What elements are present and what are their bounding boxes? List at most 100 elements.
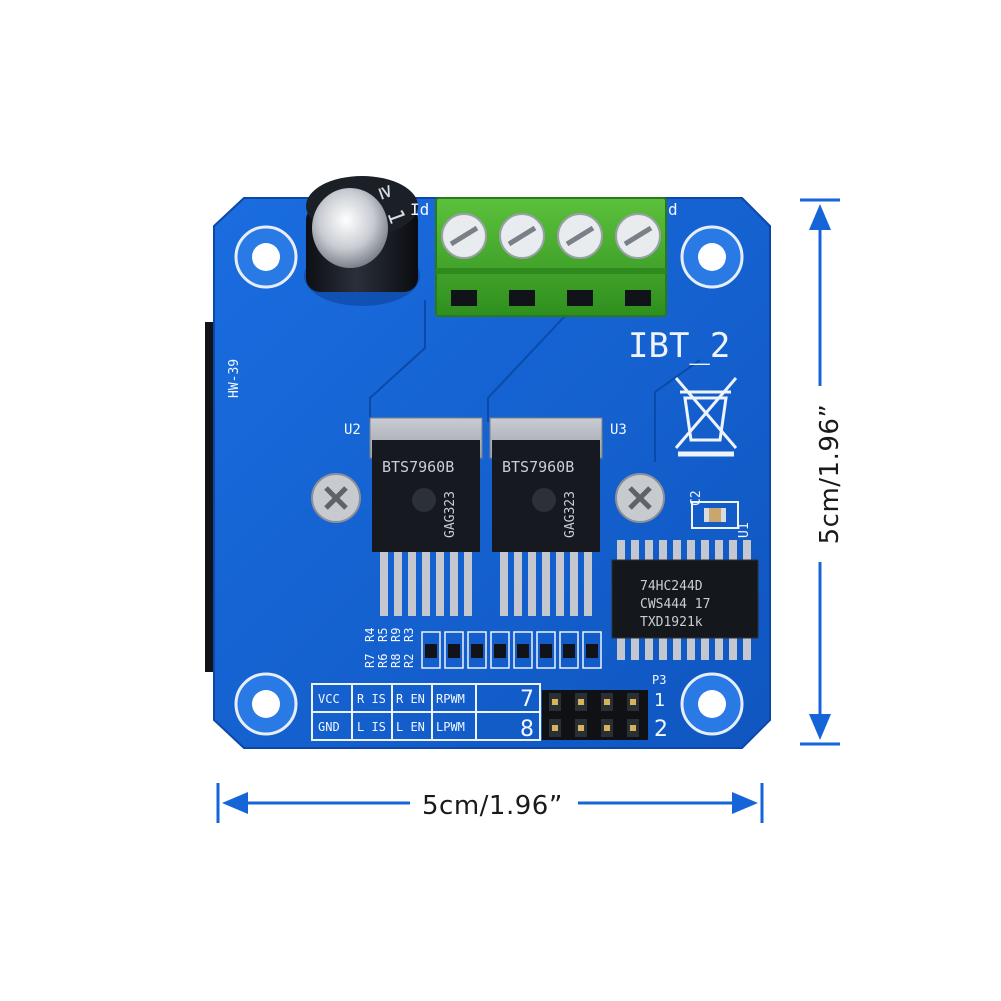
logic-pin — [617, 636, 625, 660]
resistor-body — [563, 644, 575, 658]
driver-chip-u2: BTS7960B GAG323 — [369, 417, 483, 616]
terminal-screw-icon — [499, 213, 545, 259]
pin-l-is: L IS — [357, 720, 386, 734]
header-number-2: 2 — [654, 717, 668, 742]
width-dimension-label: 5cm/1.96” — [416, 790, 569, 822]
resistor-outline — [559, 631, 579, 669]
logic-pin — [631, 636, 639, 660]
resistor-outline — [421, 631, 441, 669]
driver-chip-u2-code: GAG323 — [443, 491, 458, 538]
chip-pin — [584, 552, 592, 616]
resistor-outline — [513, 631, 533, 669]
resistor-body — [540, 644, 552, 658]
chip-pin — [570, 552, 578, 616]
terminal-screws — [441, 213, 661, 259]
header-pin-tip — [604, 725, 610, 731]
logic-pin — [743, 540, 751, 562]
resistor-outline — [490, 631, 510, 669]
ref-u3: U3 — [610, 422, 627, 438]
logic-chip-line1: 74HC244D — [640, 579, 703, 594]
resistor-label-r5: R5 — [376, 628, 390, 642]
chip-pin — [528, 552, 536, 616]
ref-u1: U1 — [737, 522, 752, 538]
terminal-screw-icon — [557, 213, 603, 259]
logic-pin — [743, 636, 751, 660]
logic-pin — [687, 540, 695, 562]
chip-pin — [500, 552, 508, 616]
electrolytic-capacitor: ≥ 1 — [304, 176, 420, 306]
resistor-label-r8: R8 — [389, 654, 403, 668]
logic-chip-line2: CWS444 17 — [640, 597, 710, 612]
pin-r-en: R EN — [396, 692, 425, 706]
header-pin-tip — [578, 725, 584, 731]
chip-pin — [436, 552, 444, 616]
resistor-body — [425, 644, 437, 658]
pin-r-is: R IS — [357, 692, 386, 706]
resistor-body — [586, 644, 598, 658]
driver-chip-u3-marking: BTS7960B — [502, 458, 574, 476]
mounting-hole-top-left — [234, 225, 298, 289]
resistor-outline — [582, 631, 602, 669]
resistor-body — [448, 644, 460, 658]
chip-pin — [394, 552, 402, 616]
screw-terminal-block: Id d — [410, 197, 678, 317]
horizontal-dimension — [216, 783, 764, 823]
logic-pin — [631, 540, 639, 562]
terminal-screw-icon — [615, 213, 661, 259]
resistor-body — [494, 644, 506, 658]
resistor-body — [471, 644, 483, 658]
pin-lpwm: LPWM — [436, 720, 465, 734]
logic-pin — [673, 540, 681, 562]
resistor-label-r4: R4 — [363, 628, 377, 642]
driver-chip-u3-pins — [500, 552, 592, 616]
logic-pin — [701, 636, 709, 660]
logic-pin — [673, 636, 681, 660]
logic-pin — [659, 636, 667, 660]
mounting-hole-bottom-right — [680, 672, 744, 736]
chip-pin — [422, 552, 430, 616]
chip-pin — [380, 552, 388, 616]
resistor-label-r3: R3 — [402, 628, 416, 642]
logic-pin — [687, 636, 695, 660]
pin-header-p3 — [542, 690, 648, 740]
terminal-wire-slots — [451, 290, 651, 306]
resistor-label-r6: R6 — [376, 654, 390, 668]
header-pin-tip — [630, 725, 636, 731]
pin-vcc: VCC — [318, 692, 340, 706]
header-number-1: 1 — [654, 690, 665, 711]
logic-chip-top-pins — [617, 540, 751, 562]
pin-l-en: L EN — [396, 720, 425, 734]
resistor-label-r2: R2 — [402, 654, 416, 668]
logic-pin — [645, 540, 653, 562]
resistor-outline — [467, 631, 487, 669]
resistor-outline — [536, 631, 556, 669]
pin-header-pins — [549, 693, 639, 737]
logic-pin — [715, 636, 723, 660]
height-dimension-label: 5cm/1.96” — [814, 393, 846, 555]
logic-chip-line3: TXD1921k — [640, 615, 703, 630]
terminal-right-label: d — [668, 200, 678, 219]
driver-chip-u2-pins — [380, 552, 472, 616]
screw-left-icon — [311, 473, 361, 523]
header-pin-tip — [630, 699, 636, 705]
logic-pin — [701, 540, 709, 562]
resistor-outline — [444, 631, 464, 669]
driver-chip-u2-marking: BTS7960B — [382, 458, 454, 476]
header-number-7: 7 — [520, 687, 534, 712]
pin-label-table: VCC R IS R EN RPWM GND L IS L EN LPWM — [311, 683, 541, 741]
board-model-label: IBT_2 — [628, 326, 730, 366]
pin-rpwm: RPWM — [436, 692, 465, 706]
ref-p3: P3 — [652, 673, 666, 687]
logic-pin — [645, 636, 653, 660]
chip-pin — [556, 552, 564, 616]
board-code-label: HW-39 — [227, 359, 242, 398]
capacitor-c2 — [691, 501, 739, 529]
terminal-screw-icon — [441, 213, 487, 259]
mounting-hole-bottom-left — [234, 672, 298, 736]
chip-pin — [542, 552, 550, 616]
resistor-labels: R7 R6 R8 R2 R4 R5 R9 R3 — [363, 628, 416, 668]
header-pin-tip — [552, 699, 558, 705]
logic-chip-u1: 74HC244D CWS444 17 TXD1921k — [611, 540, 759, 660]
logic-pin — [729, 540, 737, 562]
logic-pin — [715, 540, 723, 562]
